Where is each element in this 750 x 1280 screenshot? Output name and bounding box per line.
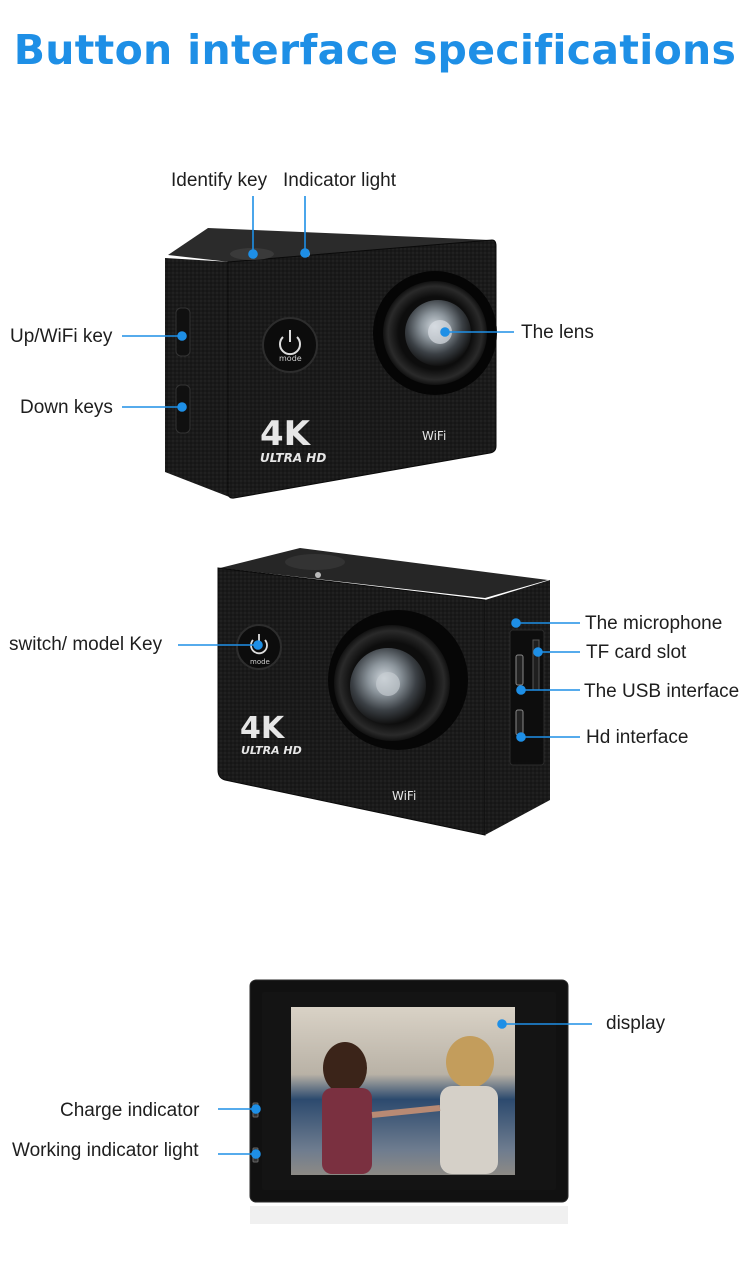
- camera2-body: [217, 548, 550, 836]
- badge-ultra-hd: ULTRA HD: [260, 451, 326, 465]
- label-display: display: [606, 1013, 666, 1034]
- label-tf-card-slot: TF card slot: [586, 642, 687, 663]
- label-charge-indicator: Charge indicator: [60, 1100, 200, 1121]
- camera3-body: [249, 979, 569, 1224]
- mode-text-2: mode: [250, 658, 270, 666]
- label-indicator-light: Indicator light: [283, 170, 397, 191]
- page-title: Button interface specifications: [13, 26, 737, 74]
- camera3-callouts: [218, 1019, 592, 1159]
- label-up-wifi-key: Up/WiFi key: [10, 326, 113, 347]
- mode-text: mode: [279, 354, 302, 363]
- label-usb-interface: The USB interface: [584, 681, 740, 702]
- label-switch-model-key: switch/ model Key: [9, 634, 163, 655]
- camera1-callouts: [122, 196, 514, 412]
- badge-4k-2: 4K: [240, 711, 286, 746]
- label-lens: The lens: [521, 322, 594, 343]
- label-working-indicator: Working indicator light: [12, 1140, 199, 1161]
- label-microphone: The microphone: [585, 613, 723, 634]
- wifi-badge-2: WiFi: [392, 789, 416, 803]
- camera2-callouts: [178, 618, 580, 742]
- badge-ultra-hd-2: ULTRA HD: [241, 744, 302, 757]
- camera1-body: [165, 228, 497, 499]
- badge-4k: 4K: [260, 414, 312, 454]
- label-down-keys: Down keys: [20, 397, 113, 418]
- label-identify-key: Identify key: [171, 170, 268, 191]
- wifi-badge: WiFi: [422, 429, 446, 443]
- label-hd-interface: Hd interface: [586, 727, 689, 748]
